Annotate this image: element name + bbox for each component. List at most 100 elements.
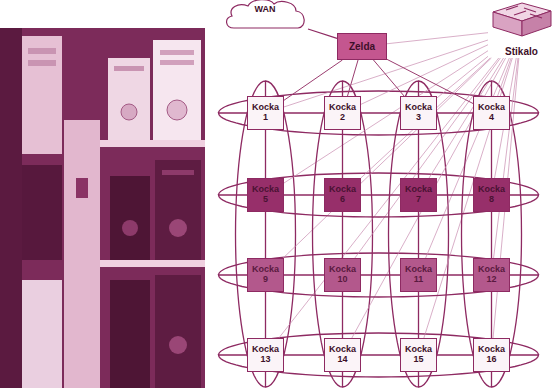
torus-link: [491, 130, 492, 178]
torus-link: [418, 130, 419, 178]
cluster-node-box: Kocka 9: [247, 258, 284, 292]
torus-ring-arcs: [219, 81, 539, 387]
photo-drive-bay: [114, 66, 144, 71]
torus-link: [342, 130, 343, 178]
torus-link: [361, 194, 400, 195]
cluster-node-box: Kocka 1: [247, 96, 284, 130]
cloud-shape: [227, 0, 305, 28]
torus-link: [265, 212, 266, 258]
node-label: Stikalo: [505, 46, 538, 57]
node-label: Kocka 11: [404, 265, 433, 285]
photo-background: [0, 28, 205, 388]
torus-link: [491, 292, 492, 338]
photo-speaker: [169, 219, 187, 237]
torus-link: [437, 112, 473, 113]
photo-tower: [155, 275, 201, 388]
cluster-node-box: Kocka 16: [473, 338, 510, 372]
switch-link: [355, 58, 501, 258]
torus-link: [437, 274, 473, 275]
photo-drive-bay: [28, 60, 56, 66]
cluster-node-box: Kocka 6: [324, 178, 361, 212]
torus-link: [418, 292, 419, 338]
node-label: Kocka 5: [251, 185, 280, 205]
wan-cloud: WAN: [222, 0, 308, 30]
photo-partition: [64, 120, 100, 388]
node-label: Kocka 1: [251, 103, 280, 123]
node-label: Kocka 16: [477, 345, 506, 365]
node-label: WAN: [255, 5, 276, 15]
node-label: Kocka 14: [328, 345, 357, 365]
photo-tower: [108, 58, 150, 140]
cluster-node-box: Kocka 7: [400, 178, 437, 212]
torus-link: [284, 112, 324, 113]
cluster-node-box: Kocka 4: [473, 96, 510, 130]
cluster-node-box: Kocka 5: [247, 178, 284, 212]
cluster-node-box: Kocka 15: [400, 338, 437, 372]
torus-link: [361, 354, 400, 355]
torus-link: [284, 354, 324, 355]
gateway-link: [347, 60, 358, 96]
gateway-link: [284, 60, 342, 100]
photo-drive-bay: [160, 60, 194, 65]
node-label: Kocka 6: [328, 185, 357, 205]
node-label: Kocka 4: [477, 103, 506, 123]
node-label: Kocka 12: [477, 265, 506, 285]
photo-speaker: [122, 220, 138, 236]
photo-tower: [22, 280, 62, 388]
switch-link: [361, 58, 490, 178]
photo-tower: [22, 165, 62, 260]
photo-slot: [76, 178, 88, 198]
photo-speaker: [169, 336, 187, 354]
wan-link: [308, 29, 337, 38]
switch-icon: [488, 0, 555, 42]
switch-face: [493, 12, 522, 36]
cluster-node-box: Kocka 3: [400, 96, 437, 130]
photo-shelf: [100, 140, 205, 147]
cluster-node-box: Kocka 12: [473, 258, 510, 292]
cluster-node-box: Kocka 10: [324, 258, 361, 292]
torus-link: [342, 292, 343, 338]
photo-tower: [22, 36, 62, 154]
switch-arrow: [530, 14, 542, 18]
node-label: Kocka 7: [404, 185, 433, 205]
cluster-node-box: Kocka 11: [400, 258, 437, 292]
node-label: Kocka 10: [328, 265, 357, 285]
torus-link: [342, 212, 343, 258]
photo-shelf: [100, 260, 205, 267]
torus-link: [491, 212, 492, 258]
torus-link: [361, 274, 400, 275]
photo-drive-bay: [162, 170, 194, 175]
node-label: Zelda: [349, 41, 375, 52]
node-label: Kocka 9: [251, 265, 280, 285]
switch-arrow: [506, 6, 518, 10]
photo-tower: [110, 176, 150, 260]
switch-link: [387, 33, 488, 44]
network-switch: Stikalo: [488, 0, 555, 58]
photo-tower: [155, 160, 201, 260]
photo-tower: [153, 40, 201, 140]
photo-speaker: [121, 104, 137, 120]
gateway-box: Zelda: [337, 33, 387, 60]
node-label: Kocka 15: [404, 345, 433, 365]
photo-speaker: [167, 100, 187, 120]
torus-link: [265, 292, 266, 338]
switch-arrow: [514, 11, 526, 15]
switch-link: [283, 58, 491, 258]
node-label: Kocka 3: [404, 103, 433, 123]
torus-link: [284, 194, 324, 195]
photo-side-strip: [0, 28, 22, 388]
torus-link: [265, 130, 266, 178]
photo-tower: [110, 280, 150, 388]
torus-link: [284, 274, 324, 275]
node-label: Kocka 13: [251, 345, 280, 365]
photo-drive-bay: [28, 48, 56, 54]
switch-arrow: [524, 8, 536, 12]
cluster-node-box: Kocka 14: [324, 338, 361, 372]
photo-drive-bay: [160, 50, 194, 55]
torus-link: [418, 212, 419, 258]
node-label: Kocka 2: [328, 103, 357, 123]
switch-face: [522, 11, 551, 36]
cluster-node-box: Kocka 8: [473, 178, 510, 212]
node-label: Kocka 8: [477, 185, 506, 205]
